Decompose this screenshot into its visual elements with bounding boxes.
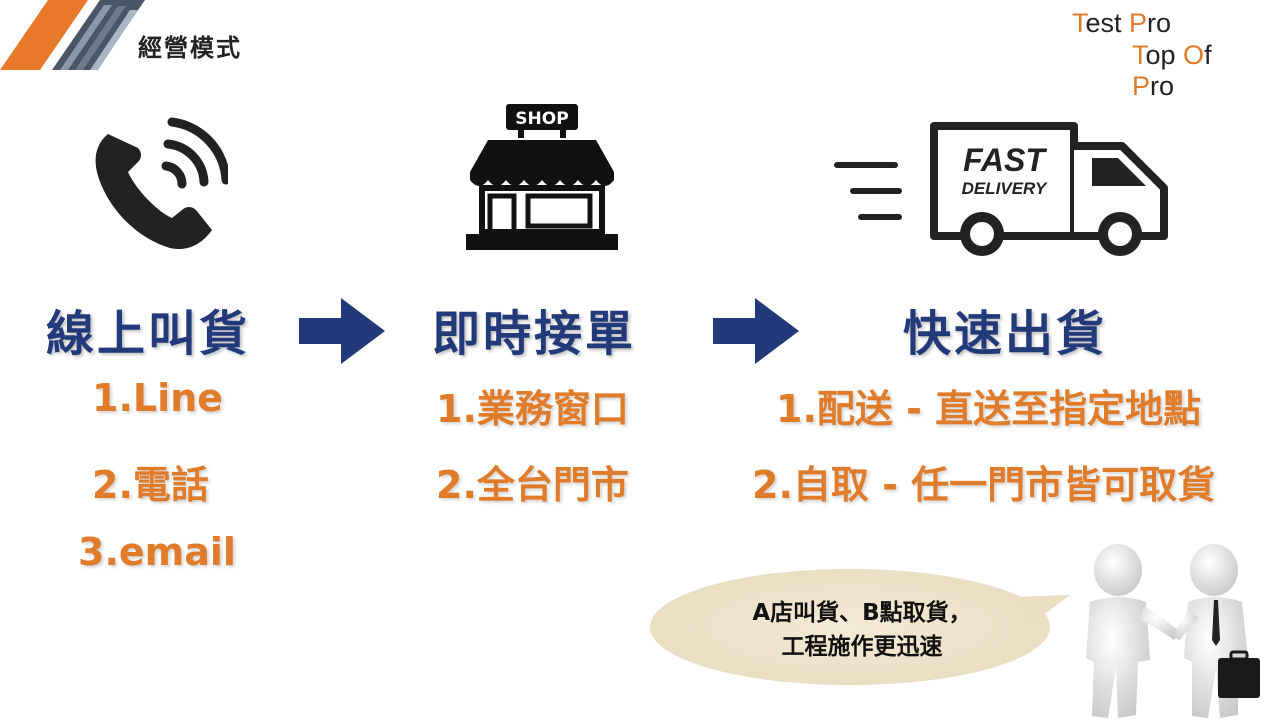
truck-text-delivery: DELIVERY <box>962 179 1048 198</box>
slide-title: 經營模式 <box>138 34 242 62</box>
step-2-item-2: 2.全台門市 <box>436 463 629 507</box>
delivery-truck-icon: FAST DELIVERY <box>834 122 1168 256</box>
step-3-item-2: 2.自取 - 任一門市皆可取貨 <box>752 463 1216 507</box>
speech-bubble <box>650 569 1070 685</box>
brand-line-2: Top Of Pro <box>1132 40 1212 101</box>
brand-line-1: Test Pro <box>1072 8 1172 38</box>
handshake-figures-icon <box>1086 544 1260 718</box>
flow-arrow-2 <box>713 298 799 364</box>
speech-bubble-text: A店叫貨、B點取貨， 工程施作更迅速 <box>702 596 1022 664</box>
bubble-line-1: A店叫貨、B點取貨， <box>752 600 972 626</box>
step-1-item-2: 2.電話 <box>92 463 209 507</box>
brand-logo-text: Test Pro Top Of Pro <box>1038 8 1258 101</box>
step-3-heading: 快速出貨 <box>903 306 1108 362</box>
truck-text-fast: FAST <box>963 142 1047 178</box>
shop-sign-text: SHOP <box>515 109 568 129</box>
phone-icon <box>95 117 228 250</box>
step-3-item-1: 1.配送 - 直送至指定地點 <box>776 387 1202 431</box>
step-2-item-1: 1.業務窗口 <box>436 387 629 431</box>
step-1-item-3: 3.email <box>78 530 236 574</box>
step-1-heading: 線上叫貨 <box>46 306 251 362</box>
bubble-line-2: 工程施作更迅速 <box>781 634 943 660</box>
flow-arrow-1 <box>299 298 385 364</box>
shop-icon: SHOP <box>466 104 618 250</box>
header-decoration <box>0 0 145 70</box>
step-1-item-1: 1.Line <box>92 376 223 420</box>
step-2-heading: 即時接單 <box>432 306 637 362</box>
